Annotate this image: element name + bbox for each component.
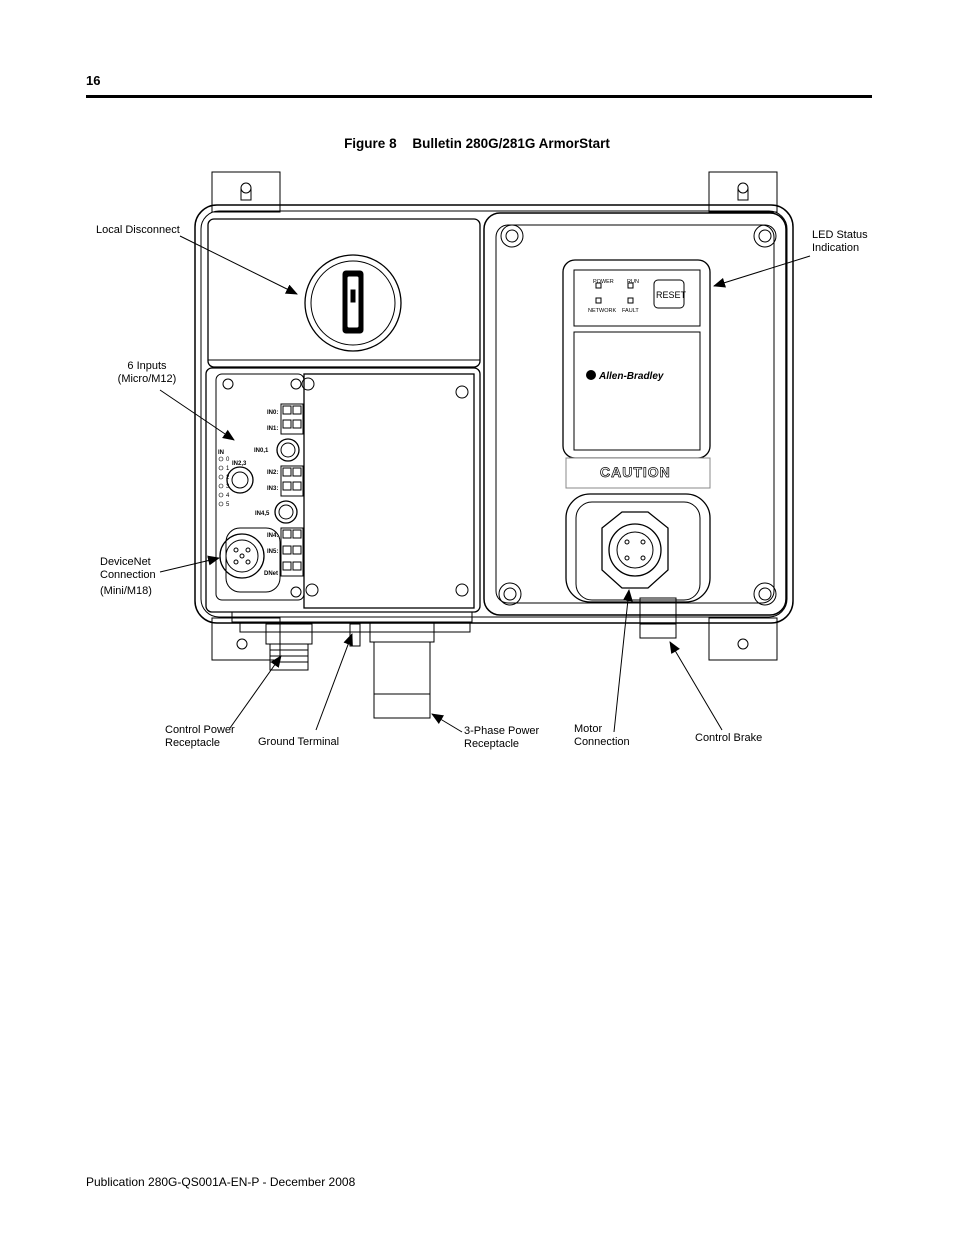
in-list-1: 1 (226, 466, 230, 472)
mounting-tab-top-right (708, 171, 778, 213)
in5-label: IN5: (267, 549, 278, 555)
control-power-receptacle (265, 623, 313, 671)
pointer-inputs (159, 389, 235, 441)
mounting-tab-top-left (211, 171, 281, 213)
label-motor: Motor Connection (574, 723, 630, 749)
motor-connector (601, 511, 669, 589)
led-run-label: RUN (627, 279, 639, 285)
pointer-motor (613, 589, 633, 733)
caution-label (565, 457, 711, 489)
control-brake (639, 597, 677, 639)
label-control-power-line2: Receptacle (165, 737, 221, 749)
pointer-ground-terminal (315, 633, 353, 731)
in-list-0: 0 (226, 457, 230, 463)
in3-label: IN3: (267, 486, 278, 492)
mounting-tab-bottom-right (708, 617, 778, 661)
page-number: 16 (86, 73, 101, 88)
three-phase-receptacle (369, 621, 435, 719)
starter-cover (483, 212, 787, 616)
pointer-three-phase (431, 713, 463, 733)
in-list-5: 5 (226, 502, 230, 508)
label-led-status-line2: Indication (812, 242, 860, 254)
dnet-label: DNet (264, 571, 278, 577)
pointer-control-brake (669, 641, 723, 731)
label-inputs: 6 Inputs (Micro/M12) (110, 360, 184, 386)
led-fault-label: FAULT (622, 308, 639, 314)
in2-label: IN2: (267, 470, 278, 476)
label-control-power-line1: Control Power (165, 724, 235, 736)
in-list-4: 4 (226, 493, 230, 499)
pointer-control-power (229, 655, 282, 729)
in01-label: IN0,1 (254, 448, 269, 454)
in0-label: IN0: (267, 410, 278, 416)
led-power-label: POWER (593, 279, 614, 285)
mounting-tab-bottom-left (211, 617, 281, 661)
pointer-devicenet (159, 555, 220, 573)
in45-label: IN4,5 (255, 511, 270, 517)
label-led-status-line1: LED Status (812, 229, 868, 241)
label-led-status: LED Status Indication (812, 229, 868, 255)
footer-publication: Publication 280G-QS001A-EN-P - December … (86, 1175, 356, 1189)
label-ground-terminal: Ground Terminal (258, 736, 340, 748)
label-motor-line2: Connection (574, 736, 630, 748)
label-control-power: Control Power Receptacle (165, 724, 235, 750)
in4-label: IN4: (267, 533, 278, 539)
in-list-head: IN (218, 450, 224, 456)
in-list-2: 2 (226, 475, 230, 481)
label-inputs-line2: (Micro/M12) (117, 373, 177, 385)
reset-label: RESET (656, 290, 687, 300)
figure-number: Figure 8 (344, 136, 397, 151)
label-motor-line1: Motor (574, 723, 603, 735)
pointer-led-status (713, 255, 811, 288)
caution-text: CAUTION (600, 464, 671, 480)
disconnect-cover (207, 218, 481, 368)
label-devicenet: DeviceNet Connection (Mini/M18) (100, 556, 156, 598)
io-panel (205, 367, 481, 613)
in-list-3: 3 (226, 484, 230, 490)
local-disconnect-knob (304, 254, 402, 352)
reset-button (653, 279, 685, 309)
brand-label: Allen-Bradley (598, 371, 664, 382)
devicenet-connector (219, 533, 265, 579)
led-network-label: NETWORK (588, 308, 616, 314)
label-devicenet-line3: (Mini/M18) (100, 585, 152, 597)
label-devicenet-line2: Connection (100, 569, 156, 581)
header-rule (86, 95, 872, 98)
label-inputs-line1: 6 Inputs (127, 360, 167, 372)
in23-label: IN2,3 (232, 461, 247, 467)
figure-title: Bulletin 280G/281G ArmorStart (412, 136, 610, 151)
label-three-phase: 3-Phase Power Receptacle (464, 725, 539, 751)
label-three-phase-line1: 3-Phase Power (464, 725, 540, 737)
pointer-local-disconnect (179, 235, 298, 295)
in1-label: IN1: (267, 426, 278, 432)
label-three-phase-line2: Receptacle (464, 738, 520, 750)
figure-caption: Figure 8 Bulletin 280G/281G ArmorStart (0, 136, 954, 151)
label-local-disconnect: Local Disconnect (96, 224, 180, 236)
label-control-brake: Control Brake (695, 732, 763, 744)
label-devicenet-line1: DeviceNet (100, 556, 151, 568)
